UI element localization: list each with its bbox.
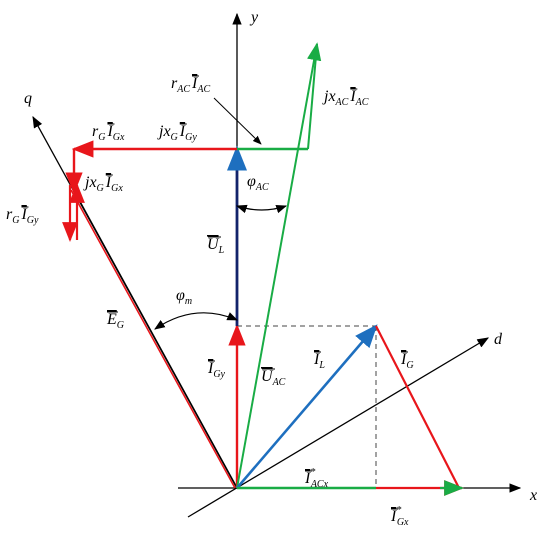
label-sub1: AC xyxy=(335,97,349,108)
label-i-gx: I*Gx xyxy=(390,504,409,528)
label-overlined: I xyxy=(179,123,186,140)
label-sub1: AC xyxy=(176,84,190,95)
label-e-g: EG xyxy=(106,311,124,331)
label-base: r xyxy=(171,75,178,92)
angle-arc-phi-ac xyxy=(235,204,288,214)
label-sub: AC xyxy=(355,97,369,108)
label-overlined: I xyxy=(400,351,407,368)
phasor-e-g xyxy=(72,188,238,489)
label-phi-ac-text: φAC xyxy=(247,173,269,193)
label-overlined: I xyxy=(390,508,397,525)
label-overlined: I xyxy=(313,351,320,368)
label-sub1: G xyxy=(98,132,105,143)
label-sub: Gx xyxy=(113,132,125,143)
label-sub: G xyxy=(117,320,124,331)
label-sub: L xyxy=(318,360,325,371)
leader-r-ac-i-ac xyxy=(213,97,262,145)
label-i-gy-text: IGy xyxy=(207,360,226,380)
label-phi-m-text: φm xyxy=(176,287,192,307)
label-sub: AC xyxy=(272,377,286,388)
label-u-ac: UAC xyxy=(261,368,286,388)
label-sub: Gx xyxy=(397,517,409,528)
label-phi-m: φm xyxy=(176,287,192,307)
label-e-g-text: EG xyxy=(106,311,124,331)
label-overlined: I xyxy=(191,75,198,92)
phasor-i-l xyxy=(236,324,378,489)
label-base: jx xyxy=(83,174,97,191)
label-base: φ xyxy=(247,173,256,190)
label-overlined: I xyxy=(20,206,27,223)
label-i-g-text: IG xyxy=(400,351,414,371)
label-sub: Gx xyxy=(111,183,123,194)
phasor-u-ac xyxy=(236,42,322,489)
phasor-i-g xyxy=(375,325,460,489)
x-axis-label: x xyxy=(529,487,537,504)
label-sub: L xyxy=(218,245,225,256)
label-overlined: U xyxy=(207,236,220,253)
label-sub1: G xyxy=(97,183,104,194)
label-i-g: IG xyxy=(400,351,414,371)
label-overlined: I xyxy=(106,123,113,140)
label-u-l-text: UL xyxy=(207,236,225,256)
phasor-e-g-red xyxy=(70,189,236,489)
label-sub: Gy xyxy=(27,215,39,226)
label-base: r xyxy=(92,123,99,140)
label-overlined: U xyxy=(261,368,274,385)
label-i-gx-text: I*Gx xyxy=(390,504,409,528)
label-sub: AC xyxy=(255,182,269,193)
phasor-jx-ac-i-ac xyxy=(307,43,318,150)
label-overlined: I xyxy=(304,470,311,487)
label-overlined: I xyxy=(349,88,356,105)
label-sub1: G xyxy=(171,132,178,143)
label-overlined: E xyxy=(106,311,117,328)
label-u-l: UL xyxy=(207,236,225,256)
label-i-l: IL xyxy=(313,351,325,371)
angle-arc-phi-m xyxy=(154,312,238,330)
label-sub: Gy xyxy=(185,132,197,143)
label-base: jx xyxy=(322,88,336,105)
q-axis-label: q xyxy=(24,90,32,107)
label-overlined: I xyxy=(105,174,112,191)
label-i-l-text: IL xyxy=(313,351,325,371)
label-sub: m xyxy=(185,296,192,307)
label-sub: G xyxy=(406,360,413,371)
label-base: r xyxy=(6,206,13,223)
d-axis xyxy=(187,337,490,518)
label-i-acx-text: I*ACx xyxy=(304,466,329,490)
label-sup: * xyxy=(310,466,316,478)
label-base: φ xyxy=(176,287,185,304)
label-u-ac-text: UAC xyxy=(261,368,286,388)
label-i-acx: I*ACx xyxy=(304,466,329,490)
y-axis-label: y xyxy=(249,9,259,26)
label-i-gy: IGy xyxy=(207,360,226,380)
d-axis-label: d xyxy=(494,331,503,348)
label-sub1: G xyxy=(12,215,19,226)
label-sub: ACx xyxy=(310,479,329,490)
label-sub: Gy xyxy=(213,369,225,380)
label-base: jx xyxy=(157,123,171,140)
label-sup: * xyxy=(396,504,402,516)
label-overlined: I xyxy=(207,360,214,377)
label-sub: AC xyxy=(196,84,210,95)
label-phi-ac: φAC xyxy=(247,173,269,193)
